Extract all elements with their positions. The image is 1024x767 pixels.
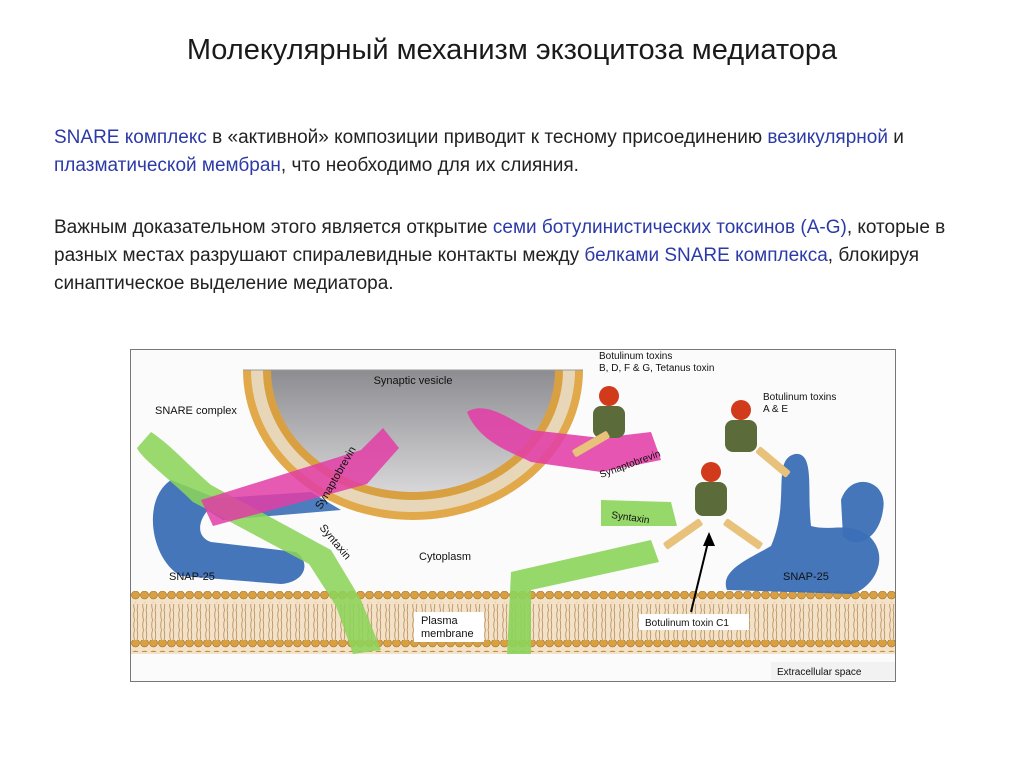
label-toxins-ae-line1: Botulinum toxins — [763, 392, 836, 403]
paragraph-snare-description: SNARE комплекс в «активной» композиции п… — [54, 124, 984, 180]
paragraph-text: и — [887, 127, 904, 148]
paragraph-text: в «активной» композиции приводит к тесно… — [206, 127, 768, 148]
term-snare-proteins: белками SNARE комплекса — [584, 245, 828, 266]
syntaxin-right-stalk — [507, 540, 659, 654]
label-snap25-right: SNAP-25 — [783, 571, 829, 583]
paragraph-text: Важным доказательном этого является откр… — [54, 217, 493, 238]
extracellular-label-bg — [771, 662, 895, 680]
label-plasma-line2: membrane — [421, 628, 474, 640]
label-snap25-left: SNAP-25 — [169, 571, 215, 583]
toxin-figure-c1 — [663, 462, 763, 550]
synaptobrevin-left-protein — [201, 428, 399, 526]
snap25-right-protein — [725, 453, 880, 594]
synaptobrevin-right-protein — [467, 408, 661, 472]
toxin-c1-label-bg — [639, 614, 749, 630]
term-plasma-membranes: плазматической мембран — [54, 155, 281, 176]
label-toxins-bdfg-line2: B, D, F & G, Tetanus toxin — [599, 363, 714, 374]
snap25-right-loop — [841, 481, 884, 543]
syntaxin-left-protein — [137, 432, 381, 654]
snap25-left-protein — [152, 480, 305, 584]
label-synaptic-vesicle: Synaptic vesicle — [374, 375, 453, 387]
label-toxins-bdfg-line1: Botulinum toxins — [599, 351, 672, 362]
label-toxins-ae-line2: A & E — [763, 404, 788, 415]
toxin-figure-bdfg — [572, 386, 625, 457]
label-extracellular-space: Extracellular space — [777, 667, 862, 678]
term-snare-complex: SNARE комплекс — [54, 127, 207, 148]
label-snare-complex: SNARE complex — [155, 405, 237, 417]
paragraph-toxins-description: Важным доказательном этого является откр… — [54, 214, 984, 298]
label-plasma-line1: Plasma — [421, 615, 459, 627]
label-cytoplasm: Cytoplasm — [419, 551, 471, 563]
plasma-membrane-label-bg — [414, 612, 484, 642]
paragraph-text: , которые в разных местах разрушают спир… — [54, 217, 946, 266]
paragraph-text: , блокируя синаптическое выделение медиа… — [54, 245, 920, 294]
syntaxin-right-protein — [601, 500, 677, 526]
snare-diagram: Synaptic vesicle SNARE complex Synaptobr… — [130, 349, 896, 682]
slide-title: Молекулярный механизм экзоцитоза медиато… — [186, 34, 838, 66]
toxin-figure-ae — [725, 400, 791, 478]
term-vesicular: везикулярной — [767, 127, 888, 148]
label-toxin-c1: Botulinum toxin C1 — [645, 618, 729, 629]
label-syntaxin-right: Syntaxin — [611, 510, 651, 526]
term-seven-toxins: семи ботулинистических токсинов (A-G) — [492, 217, 847, 238]
paragraph-text: , что необходимо для их слияния. — [280, 155, 579, 176]
toxin-c1-arrowhead — [703, 532, 715, 546]
toxin-c1-arrow — [690, 537, 710, 613]
synaptic-vesicle — [243, 369, 583, 520]
